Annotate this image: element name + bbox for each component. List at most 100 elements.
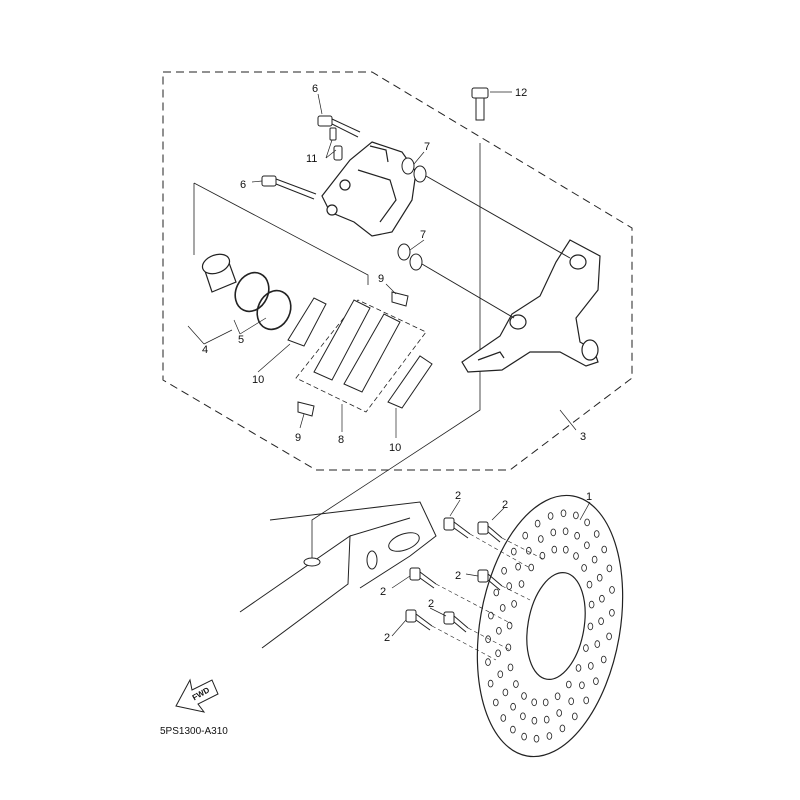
disc-vent-hole (542, 698, 549, 707)
bracket-bolt (471, 87, 489, 121)
disc-vent-hole (485, 635, 491, 643)
disc-vent-hole (584, 518, 590, 527)
piston (201, 253, 237, 293)
callout-boot-lower: 7 (420, 229, 426, 241)
bolt-alignment-lines (431, 533, 546, 661)
disc-vent-hole (573, 552, 579, 560)
callout-bolt-a: 2 (455, 490, 461, 502)
piston-seals (234, 271, 292, 331)
disc-vent-hole (599, 594, 605, 603)
disc-vent-hole (510, 725, 516, 734)
pad-shim-left (287, 297, 327, 347)
disc-vent-hole (591, 555, 598, 564)
disc-vent-hole (520, 712, 526, 721)
disc-vent-hole (587, 622, 594, 631)
callout-shim-right: 10 (389, 442, 401, 454)
disc-vent-hole (507, 663, 514, 672)
callout-caliper-assembly: 3 (580, 431, 586, 443)
disc-vent-hole (496, 626, 502, 635)
disc-vent-hole (601, 545, 607, 554)
disc-vent-hole (593, 530, 600, 538)
caliper-bracket (461, 239, 601, 373)
pad-kit-outline (295, 299, 427, 413)
callout-boot-upper: 7 (424, 141, 430, 153)
callout-pin-lower: 6 (240, 179, 246, 191)
callout-leaders (187, 91, 591, 637)
disc-vent-holes (485, 509, 615, 743)
disc-vent-hole (554, 692, 561, 701)
disc-vent-hole (511, 600, 517, 608)
disc-vent-hole (583, 644, 589, 652)
disc-vent-hole (510, 547, 517, 556)
disc-vent-hole (606, 564, 613, 573)
disc-vent-hole (598, 617, 604, 625)
pad-spring-upper (391, 291, 409, 307)
disc-vent-hole (568, 697, 574, 706)
disc-vent-hole (543, 715, 550, 724)
slide-pin-upper (317, 115, 361, 138)
disc-vent-hole (593, 677, 599, 685)
disc-vent-hole (606, 632, 612, 641)
disc-vent-hole (533, 734, 540, 743)
disc-vent-hole (584, 541, 590, 550)
disc-vent-hole (531, 698, 537, 707)
disc-vent-hole (560, 509, 567, 518)
disc-vent-hole (493, 588, 500, 597)
callout-disc: 1 (586, 491, 592, 503)
disc-bolts (405, 517, 503, 633)
disc-vent-hole (539, 551, 546, 560)
disc-vent-hole (515, 562, 521, 571)
disc-vent-hole (547, 512, 554, 520)
bracket-mount-leader (311, 143, 481, 558)
disc-vent-hole (594, 640, 601, 648)
callout-bolt-d: 2 (455, 570, 461, 582)
callout-pad-kit: 8 (338, 434, 344, 446)
bleed-screw (329, 127, 343, 161)
piston-group-bracket (193, 182, 369, 285)
pad-shim-right (387, 355, 433, 409)
disc-vent-hole (505, 643, 512, 652)
disc-vent-hole (531, 716, 538, 725)
callout-bolt-e: 2 (428, 598, 434, 610)
brake-disc (476, 494, 624, 758)
disc-vent-hole (571, 712, 578, 721)
callout-pad-spring-upper: 9 (378, 273, 384, 285)
disc-vent-hole (497, 670, 504, 679)
slide-pin-lower (261, 175, 317, 200)
disc-vent-hole (534, 519, 541, 528)
forward-arrow-icon (175, 678, 219, 713)
disc-vent-hole (502, 688, 509, 697)
disc-vent-hole (521, 732, 527, 741)
disc-vent-hole (485, 658, 491, 666)
disc-vent-hole (513, 680, 519, 688)
callout-shim-left: 10 (252, 374, 264, 386)
disc-vent-hole (506, 582, 513, 590)
disc-vent-hole (506, 621, 513, 630)
disc-vent-hole (583, 696, 589, 705)
callout-pad-spring-lower: 9 (295, 432, 301, 444)
disc-vent-hole (575, 664, 582, 672)
disc-vent-hole (537, 535, 544, 543)
disc-vent-hole (522, 531, 528, 540)
disc-vent-hole (487, 679, 494, 688)
disc-vent-hole (600, 655, 607, 664)
disc-vent-hole (609, 586, 615, 594)
disc-vent-hole (521, 692, 527, 700)
callout-bolt-f: 2 (384, 632, 390, 644)
boot-lower (397, 243, 515, 319)
disc-vent-hole (574, 531, 580, 540)
disc-vent-hole (588, 600, 595, 609)
disc-vent-hole (528, 563, 534, 572)
disc-vent-hole (546, 732, 553, 740)
brake-pad-left (313, 299, 371, 381)
disc-vent-hole (495, 649, 501, 658)
diagram-code: 5PS1300-A310 (160, 726, 228, 737)
disc-vent-hole (587, 662, 594, 670)
disc-vent-hole (573, 511, 579, 520)
disc-vent-hole (492, 698, 499, 707)
boot-upper (401, 157, 571, 259)
callout-piston-seal-kit: 4 (202, 344, 208, 356)
disc-vent-hole (579, 681, 585, 690)
